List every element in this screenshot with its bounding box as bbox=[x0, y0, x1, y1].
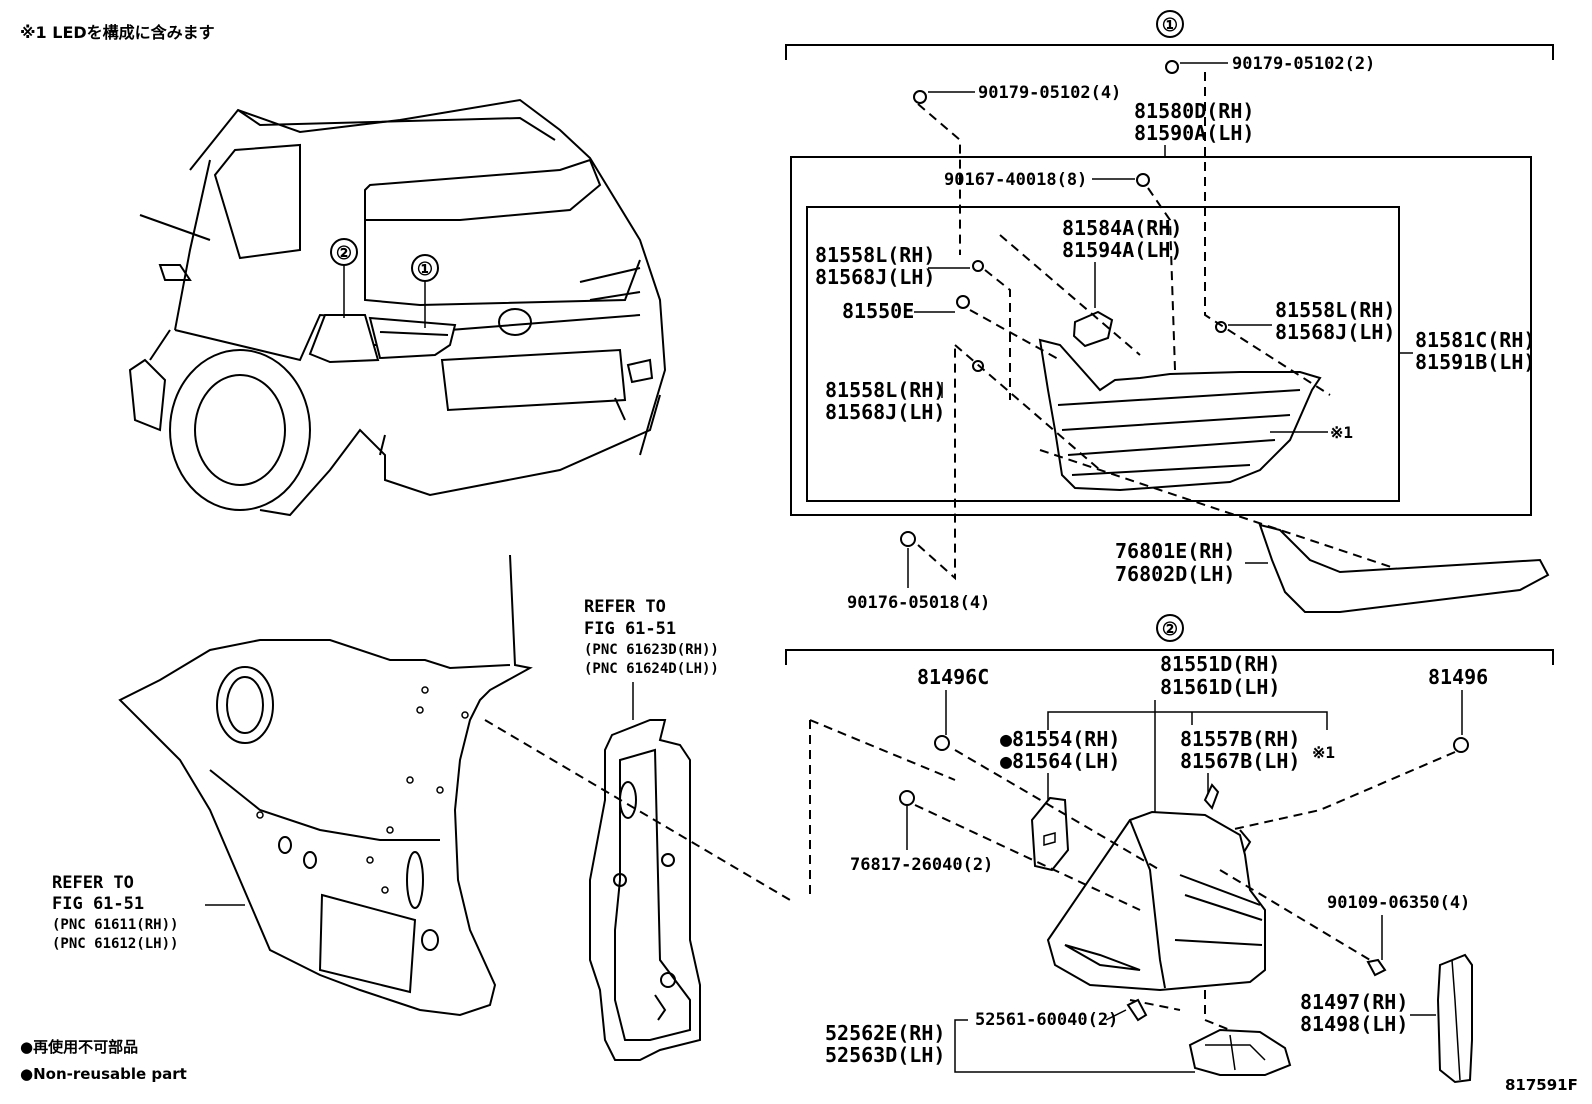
lamp-cover bbox=[1436, 953, 1473, 1084]
label-90179-05102-2: 90179-05102(2) bbox=[1232, 54, 1375, 74]
refer-left-pnc1: (PNC 61611(RH)) bbox=[52, 917, 178, 933]
label-81558L-a: 81558L(RH) bbox=[815, 243, 935, 267]
callout-two-vehicle: ② bbox=[336, 243, 352, 264]
label-81551D: 81551D(RH) bbox=[1160, 652, 1280, 676]
vehicle-rear-view: ② ① bbox=[128, 98, 667, 517]
rear-combination-lamp bbox=[1046, 810, 1266, 992]
label-81497: 81497(RH) bbox=[1300, 990, 1408, 1014]
group-one-outer-box bbox=[790, 156, 1532, 516]
label-81498: 81498(LH) bbox=[1300, 1012, 1408, 1036]
clip-icon bbox=[972, 260, 984, 272]
label-81554: ●81554(RH) bbox=[1000, 727, 1120, 751]
socket-assembly bbox=[1188, 1028, 1292, 1076]
label-90167-40018: 90167-40018(8) bbox=[944, 170, 1087, 190]
label-81558L-b: 81558L(RH) bbox=[1275, 298, 1395, 322]
bolt-icon bbox=[913, 90, 927, 104]
label-81568J-b: 81568J(LH) bbox=[1275, 320, 1395, 344]
label-81567B: 81567B(LH) bbox=[1180, 749, 1300, 773]
label-76802D: 76802D(LH) bbox=[1115, 562, 1235, 586]
label-90179-05102-4: 90179-05102(4) bbox=[978, 83, 1121, 103]
lamp-bracket: REFER TO FIG 61-51 (PNC 61623D(RH)) (PNC… bbox=[584, 597, 719, 1061]
label-81558L-c: 81558L(RH) bbox=[825, 378, 945, 402]
label-81561D: 81561D(LH) bbox=[1160, 675, 1280, 699]
header-note: ※1 LEDを構成に含みます bbox=[20, 23, 215, 42]
legend-jp: ●再使用不可部品 bbox=[20, 1038, 138, 1056]
refer-mid-line2: FIG 61-51 bbox=[584, 619, 676, 639]
label-81564: ●81564(LH) bbox=[1000, 749, 1120, 773]
garnish-strip bbox=[1258, 523, 1550, 613]
label-52562E: 52562E(RH) bbox=[825, 1021, 945, 1045]
bulb-socket-icon bbox=[956, 295, 970, 309]
figure-code: 817591F bbox=[1505, 1076, 1578, 1094]
refer-mid-line1: REFER TO bbox=[584, 597, 666, 617]
label-52563D: 52563D(LH) bbox=[825, 1043, 945, 1067]
callout-one-vehicle: ① bbox=[417, 259, 433, 280]
label-76817-26040: 76817-26040(2) bbox=[850, 855, 993, 875]
group-one: ① 90179-05102(2) 90179-05102(4) 81580D(R… bbox=[785, 10, 1554, 613]
screw-icon bbox=[1136, 173, 1150, 187]
screw-icon bbox=[1126, 998, 1148, 1022]
callout-star1-b: ※1 bbox=[1312, 743, 1335, 762]
callout-two: ② bbox=[1162, 619, 1178, 640]
label-81496C: 81496C bbox=[917, 665, 989, 689]
refer-left-line2: FIG 61-51 bbox=[52, 894, 144, 914]
label-52561-60040: 52561-60040(2) bbox=[975, 1010, 1118, 1030]
clip-icon bbox=[899, 790, 915, 806]
refer-mid-pnc2: (PNC 61624D(LH)) bbox=[584, 661, 719, 677]
label-90109-06350: 90109-06350(4) bbox=[1327, 893, 1470, 913]
group-two: ② 81496C 81496 81551D(RH) 81561D(LH) ●81… bbox=[785, 614, 1554, 1084]
callout-one: ① bbox=[1162, 15, 1178, 36]
label-81568J-c: 81568J(LH) bbox=[825, 400, 945, 424]
bolt-icon bbox=[1165, 60, 1179, 74]
label-90176-05018: 90176-05018(4) bbox=[847, 593, 990, 613]
socket-plate bbox=[1072, 310, 1114, 348]
label-81594A: 81594A(LH) bbox=[1062, 238, 1182, 262]
callout-star1-a: ※1 bbox=[1330, 423, 1353, 442]
label-81590A: 81590A(LH) bbox=[1134, 121, 1254, 145]
nut-icon bbox=[934, 735, 950, 751]
refer-mid-pnc1: (PNC 61623D(RH)) bbox=[584, 642, 719, 658]
nut-icon bbox=[1453, 737, 1469, 753]
refer-left-line1: REFER TO bbox=[52, 873, 134, 893]
label-81584A: 81584A(RH) bbox=[1062, 216, 1182, 240]
label-81581C: 81581C(RH) bbox=[1415, 328, 1535, 352]
refer-left-pnc2: (PNC 61612(LH)) bbox=[52, 936, 178, 952]
bulb bbox=[1203, 783, 1220, 810]
legend-en: ●Non-reusable part bbox=[20, 1065, 187, 1083]
label-81580D: 81580D(RH) bbox=[1134, 99, 1254, 123]
label-81550E: 81550E bbox=[842, 299, 914, 323]
label-76801E: 76801E(RH) bbox=[1115, 539, 1235, 563]
label-81557B: 81557B(RH) bbox=[1180, 727, 1300, 751]
quarter-panel: REFER TO FIG 61-51 (PNC 61611(RH)) (PNC … bbox=[52, 554, 533, 1017]
bolt-icon bbox=[1366, 958, 1387, 977]
label-81496: 81496 bbox=[1428, 665, 1488, 689]
label-81568J-a: 81568J(LH) bbox=[815, 265, 935, 289]
bolt-icon bbox=[900, 531, 916, 547]
group-one-inner-box bbox=[806, 206, 1400, 502]
label-81591B: 81591B(LH) bbox=[1415, 350, 1535, 374]
